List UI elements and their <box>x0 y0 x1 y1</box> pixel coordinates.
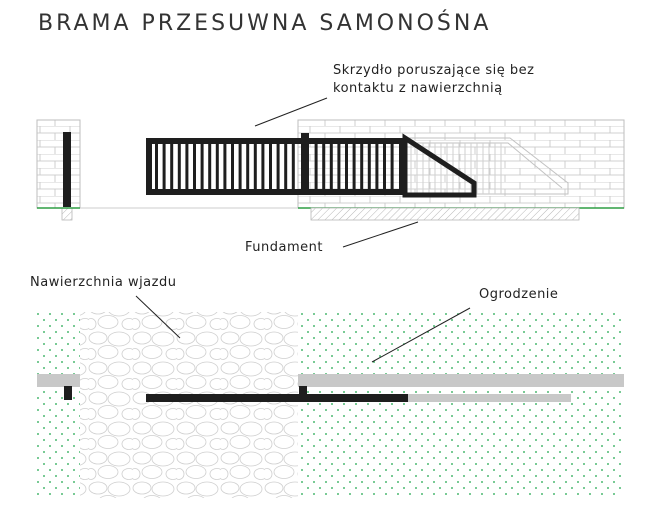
left-post <box>36 119 81 209</box>
gate-bar <box>390 144 394 189</box>
gate-bar <box>345 144 348 189</box>
gate-bar <box>223 144 227 189</box>
gate-bar <box>261 144 265 189</box>
label-driveway: Nawierzchnia wjazdu <box>30 275 176 290</box>
gate-bar <box>200 144 204 189</box>
label-fence: Ogrodzenie <box>479 287 558 302</box>
grass-left <box>37 312 80 498</box>
gate-tail <box>402 133 477 198</box>
gate-bar <box>231 144 234 189</box>
gate-bar <box>329 144 333 189</box>
fence-left <box>37 374 80 387</box>
gate-bar <box>269 144 272 189</box>
gate-bar <box>170 144 174 189</box>
gate-bar <box>162 144 166 189</box>
gate-bar <box>246 144 250 189</box>
gate-leaf <box>146 133 477 198</box>
gate-post-left-plan <box>64 386 72 400</box>
gate-bar <box>208 144 212 189</box>
gate-bar <box>177 144 181 189</box>
leader-leaf <box>254 97 328 127</box>
gate-bar <box>291 144 295 189</box>
gate-bar <box>185 144 189 189</box>
gate-bar <box>360 144 364 189</box>
page-title: BRAMA PRZESUWNA SAMONOŚNA <box>38 10 491 36</box>
gate-bar <box>193 144 196 189</box>
left-post-foundation <box>61 207 73 221</box>
label-leaf-line1: Skrzydło poruszające się bez <box>333 63 534 78</box>
gate-post-right-plan <box>299 386 307 400</box>
gate-bar <box>155 144 158 189</box>
leader-foundation <box>342 221 419 248</box>
label-foundation: Fundament <box>245 240 323 255</box>
gate-bar <box>314 144 318 189</box>
gate-bar <box>322 144 326 189</box>
leader-driveway <box>135 295 181 339</box>
gate-bars <box>155 144 394 189</box>
gate-bar <box>367 144 371 189</box>
gate-bar <box>383 144 386 189</box>
leader-fence <box>371 307 471 363</box>
gate-bar <box>375 144 379 189</box>
gate-bar <box>352 144 356 189</box>
gate-leaf-plan <box>146 394 408 402</box>
gate-bar <box>337 144 341 189</box>
gate-bar <box>215 144 219 189</box>
grass-right <box>298 312 624 498</box>
gate-bar <box>276 144 280 189</box>
gate-leaf-plan-open <box>405 394 571 402</box>
gate-bar <box>253 144 257 189</box>
gate-bar <box>284 144 288 189</box>
driveway-surface <box>80 312 298 498</box>
foundation <box>310 207 580 221</box>
gate-bar <box>238 144 242 189</box>
label-leaf-line2: kontaktu z nawierzchnią <box>333 81 503 96</box>
left-post-gate-pole <box>63 132 71 207</box>
fence-right <box>298 374 624 387</box>
